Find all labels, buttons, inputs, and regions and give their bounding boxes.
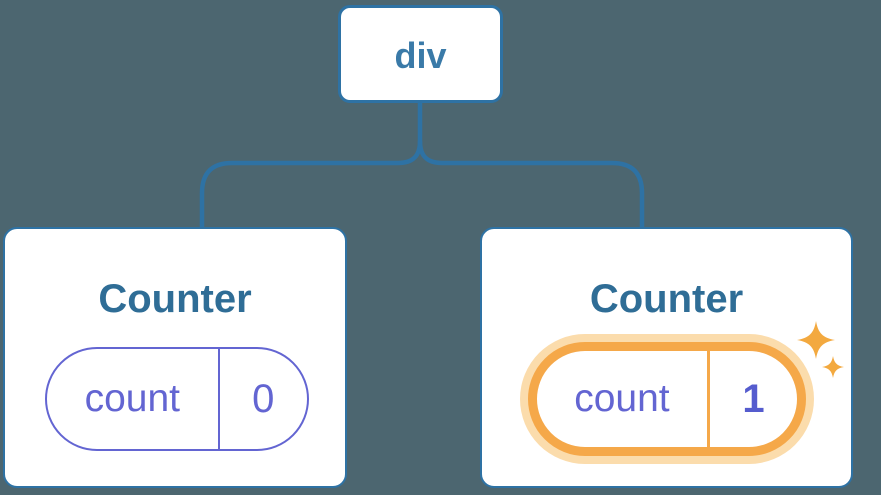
state-pill: count 0 [45,347,309,451]
component-title: Counter [98,277,252,321]
state-value: 1 [742,376,765,421]
tree-node-div: div [338,5,503,103]
sparkles-icon [797,321,844,378]
counter-card-2: Counter count 1 [480,227,853,488]
component-title: Counter [589,277,744,321]
state-pill-divider [217,349,220,449]
root-node-label: div [394,35,447,76]
counter-card-1: Counter count 0 [3,227,347,488]
state-pill-highlighted: count 1 [528,342,806,456]
state-value: 0 [252,376,275,421]
state-pill-divider [706,351,710,447]
state-key-label: count [574,377,670,420]
state-key-label: count [84,377,180,420]
